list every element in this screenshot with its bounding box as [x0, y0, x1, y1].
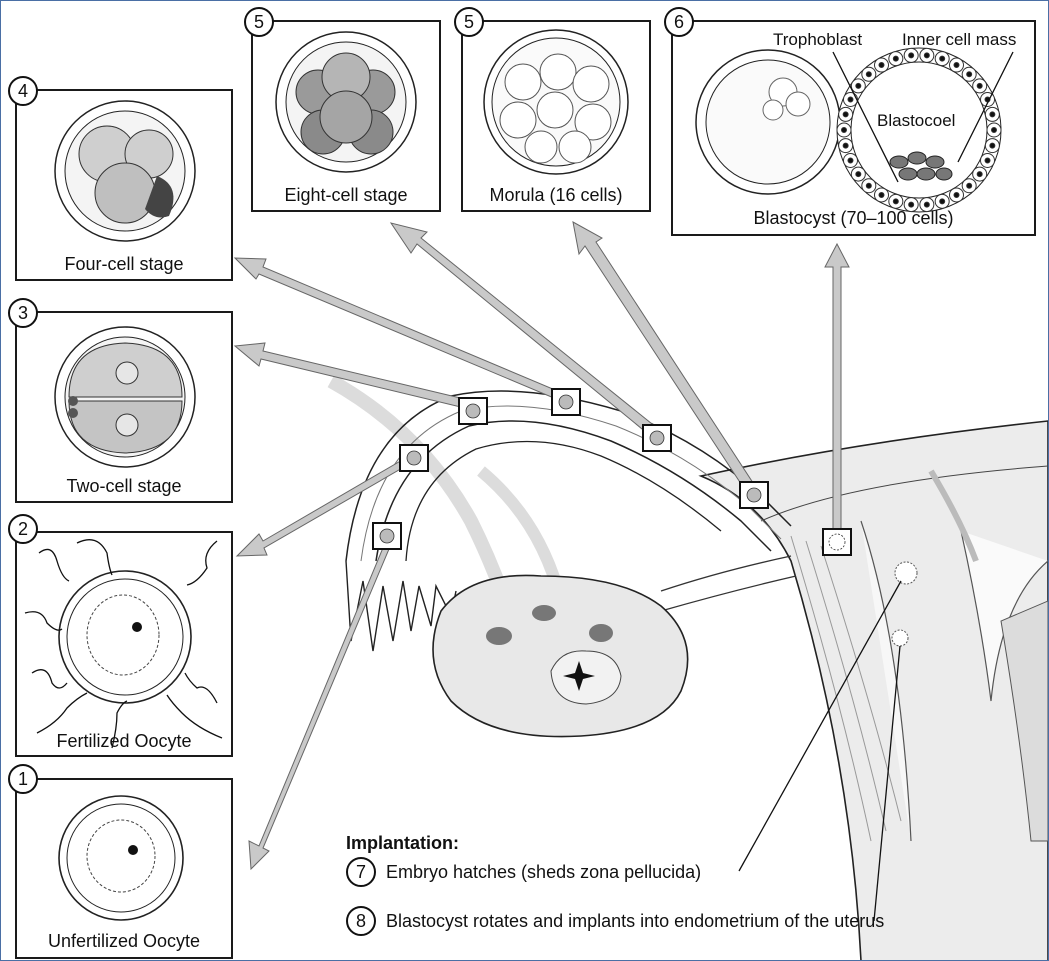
caption-fertilized-oocyte: Fertilized Oocyte	[56, 731, 192, 751]
implantation-step-7: 7 Embryo hatches (sheds zona pellucida)	[346, 857, 701, 887]
panel-unfertilized-oocyte: Unfertilized Oocyte	[15, 778, 233, 959]
panel-four-cell: Four-cell stage	[15, 89, 233, 281]
step-number-5b: 5	[454, 7, 484, 37]
caption-blastocyst: Blastocyst (70–100 cells)	[753, 208, 954, 228]
uterus	[698, 420, 1048, 960]
implantation-step-8-text: Blastocyst rotates and implants into end…	[386, 910, 885, 931]
uterine-tube	[345, 390, 792, 652]
panel-blastocyst: Trophoblast Inner cell mass Blastocoel B…	[671, 20, 1036, 236]
caption-unfertilized-oocyte: Unfertilized Oocyte	[47, 931, 201, 951]
caption-four-cell: Four-cell stage	[64, 254, 184, 274]
step-number-2: 2	[8, 514, 38, 544]
implantation-step-8: 8 Blastocyst rotates and implants into e…	[346, 906, 884, 936]
panel-fertilized-oocyte: Fertilized Oocyte	[15, 531, 233, 757]
step-number-5a: 5	[244, 7, 274, 37]
step-number-4: 4	[8, 76, 38, 106]
caption-morula: Morula (16 cells)	[489, 185, 623, 205]
step-number-1: 1	[8, 764, 38, 794]
caption-two-cell: Two-cell stage	[66, 476, 182, 496]
panel-two-cell: Two-cell stage	[15, 311, 233, 503]
panel-eight-cell: Eight-cell stage	[251, 20, 441, 212]
caption-eight-cell: Eight-cell stage	[284, 185, 408, 205]
stage-markers	[372, 388, 852, 556]
label-blastocoel: Blastocoel	[877, 111, 956, 130]
label-trophoblast: Trophoblast	[773, 30, 863, 49]
progression-arrows	[233, 221, 850, 871]
implantation-step-7-text: Embryo hatches (sheds zona pellucida)	[386, 861, 702, 882]
panel-morula: Morula (16 cells)	[461, 20, 651, 212]
step-number-6: 6	[664, 7, 694, 37]
ovary	[432, 574, 689, 738]
step-number-3: 3	[8, 298, 38, 328]
step-number-8: 8	[346, 906, 376, 936]
step-number-7: 7	[346, 857, 376, 887]
label-inner-cell-mass: Inner cell mass	[902, 30, 1017, 49]
implantation-title: Implantation:	[346, 833, 459, 853]
